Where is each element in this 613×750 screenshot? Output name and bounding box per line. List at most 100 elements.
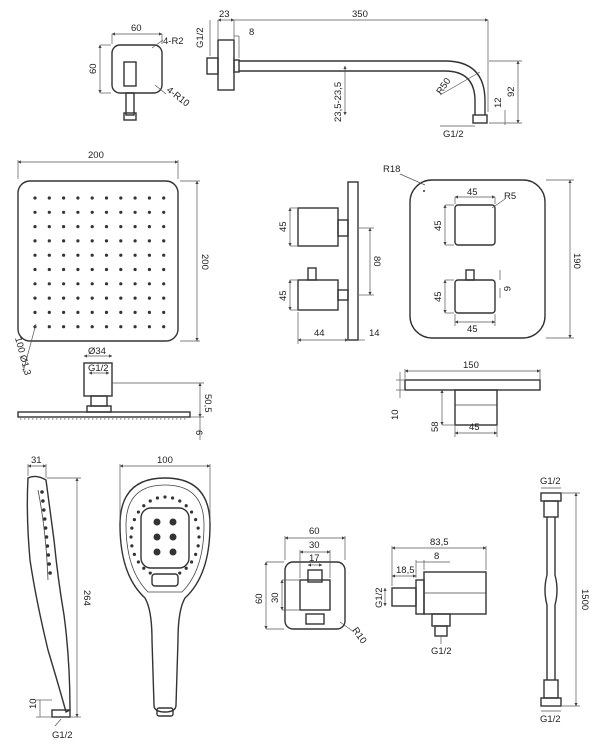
arm-tip-label: 12: [493, 97, 504, 108]
thermostat-side-view: [288, 181, 374, 344]
nozzle-dot: [47, 267, 51, 272]
nozzle-dot: [104, 282, 109, 286]
nozzle-dot: [33, 239, 37, 243]
wall-connector-top-view: [98, 32, 167, 121]
hand-shower-width-label: 31: [31, 455, 42, 466]
front-ring-nozzle: [170, 496, 175, 500]
front-ring-nozzle: [130, 544, 134, 548]
side-nozzle-row: [40, 490, 52, 575]
bracket-inner-height-label: 30: [270, 592, 281, 603]
side-nozzle-dot: [48, 571, 52, 575]
nozzle-dot: [90, 296, 94, 300]
hand-shower-thread-label: G1/2: [52, 730, 73, 741]
nozzle-dot: [147, 296, 151, 300]
nozzle-dot: [76, 196, 80, 200]
bracket-flange-label: 8: [434, 551, 439, 562]
spout-width-label: 150: [463, 360, 479, 371]
bracket-depth-label: 83,5: [430, 537, 449, 548]
nozzle-dot: [162, 253, 166, 257]
nozzle-dot: [162, 196, 166, 200]
front-ring-nozzle: [132, 552, 136, 556]
nozzle-dot: [147, 225, 151, 229]
nozzle-dot: [104, 210, 109, 214]
nozzle-dot: [33, 210, 37, 214]
hand-shower-front-width-label: 100: [157, 455, 173, 466]
arm-thread-out-label: G1/2: [443, 129, 464, 140]
nozzle-dot: [133, 267, 137, 272]
nozzle-dot: [162, 239, 166, 243]
nozzle-dot: [62, 239, 66, 243]
nozzle-dot: [33, 196, 37, 200]
arm-flange-label: 8: [249, 27, 254, 38]
bracket-width-label: 60: [309, 526, 320, 537]
nozzle-dot: [119, 282, 123, 286]
hand-shower-end-label: 10: [28, 698, 39, 709]
nozzle-dot: [162, 310, 166, 314]
nozzle-dot: [62, 310, 66, 314]
hose-thread-bottom-label: G1/2: [540, 714, 561, 725]
nozzle-dot: [33, 253, 37, 257]
nozzle-dot: [62, 325, 66, 329]
nozzle-dot: [76, 282, 80, 286]
rain-head-thread-label: G1/2: [88, 363, 109, 374]
bracket-thread-out-label: G1/2: [431, 646, 452, 657]
nozzle-dot: [133, 210, 137, 214]
nozzle-dot: [147, 239, 151, 243]
front-center-nozzle: [169, 533, 177, 541]
front-ring-nozzle: [142, 566, 146, 570]
nozzle-dot: [104, 196, 109, 200]
nozzle-dot: [119, 310, 123, 314]
arm-bend-radius-label: R50: [434, 76, 453, 97]
rain-head-side-view: [17, 354, 204, 440]
nozzle-dot: [133, 282, 137, 286]
bracket-front-view: [264, 536, 355, 633]
nozzle-dot: [162, 282, 166, 286]
nozzle-dot: [147, 325, 151, 329]
side-nozzle-dot: [43, 526, 48, 530]
nozzle-dot: [62, 296, 66, 300]
nozzle-dot: [62, 225, 66, 229]
nozzle-dot: [47, 210, 51, 214]
spout-thickness-label: 10: [390, 409, 401, 420]
nozzle-dot: [162, 325, 166, 329]
nozzle-grid: [33, 196, 166, 329]
front-ring-nozzle: [155, 496, 160, 500]
nozzle-dot: [62, 196, 66, 200]
spout-neck-label: 45: [469, 422, 480, 433]
nozzle-dot: [104, 267, 109, 272]
nozzle-dot: [90, 225, 94, 229]
rain-head-top-view: [17, 160, 200, 373]
bracket-thread-in-label: G1/2: [374, 587, 385, 608]
nozzle-dot: [76, 267, 80, 272]
arm-length-label: 350: [352, 9, 368, 20]
arm-height-range-label: 23,5-23,5: [333, 82, 344, 122]
arm-thread-in-label: G1/2: [195, 27, 206, 48]
nozzle-dot: [162, 225, 166, 229]
nozzle-dot: [62, 210, 66, 214]
thermostat-spacing-label: 80: [371, 256, 382, 267]
rain-head-thickness-label: 6: [193, 430, 204, 435]
nozzle-dot: [47, 196, 51, 200]
nozzle-dot: [133, 239, 137, 243]
thermostat-plate-label: 14: [369, 328, 380, 339]
front-ring-nozzle: [194, 518, 198, 522]
nozzle-dot: [119, 239, 123, 243]
front-ring-nozzle: [136, 510, 141, 514]
front-ring-nozzle: [194, 552, 198, 556]
nozzle-dot: [162, 296, 166, 300]
front-ring-nozzle: [130, 526, 134, 530]
nozzle-dot: [90, 325, 94, 329]
front-ring-nozzle: [148, 499, 152, 503]
front-center-nozzle: [153, 533, 161, 541]
nozzle-dot: [47, 296, 51, 300]
nozzle-dot: [133, 296, 137, 300]
front-ring-nozzle: [136, 560, 141, 564]
nozzle-dot: [90, 267, 94, 272]
thermostat-small-label: 6: [501, 286, 512, 291]
nozzle-dot: [62, 267, 66, 272]
nozzle-dot: [133, 310, 137, 314]
nozzle-dot: [33, 296, 37, 300]
nozzle-dot: [76, 225, 80, 229]
nozzle-dot: [104, 239, 109, 243]
front-ring-nozzle: [197, 535, 201, 539]
